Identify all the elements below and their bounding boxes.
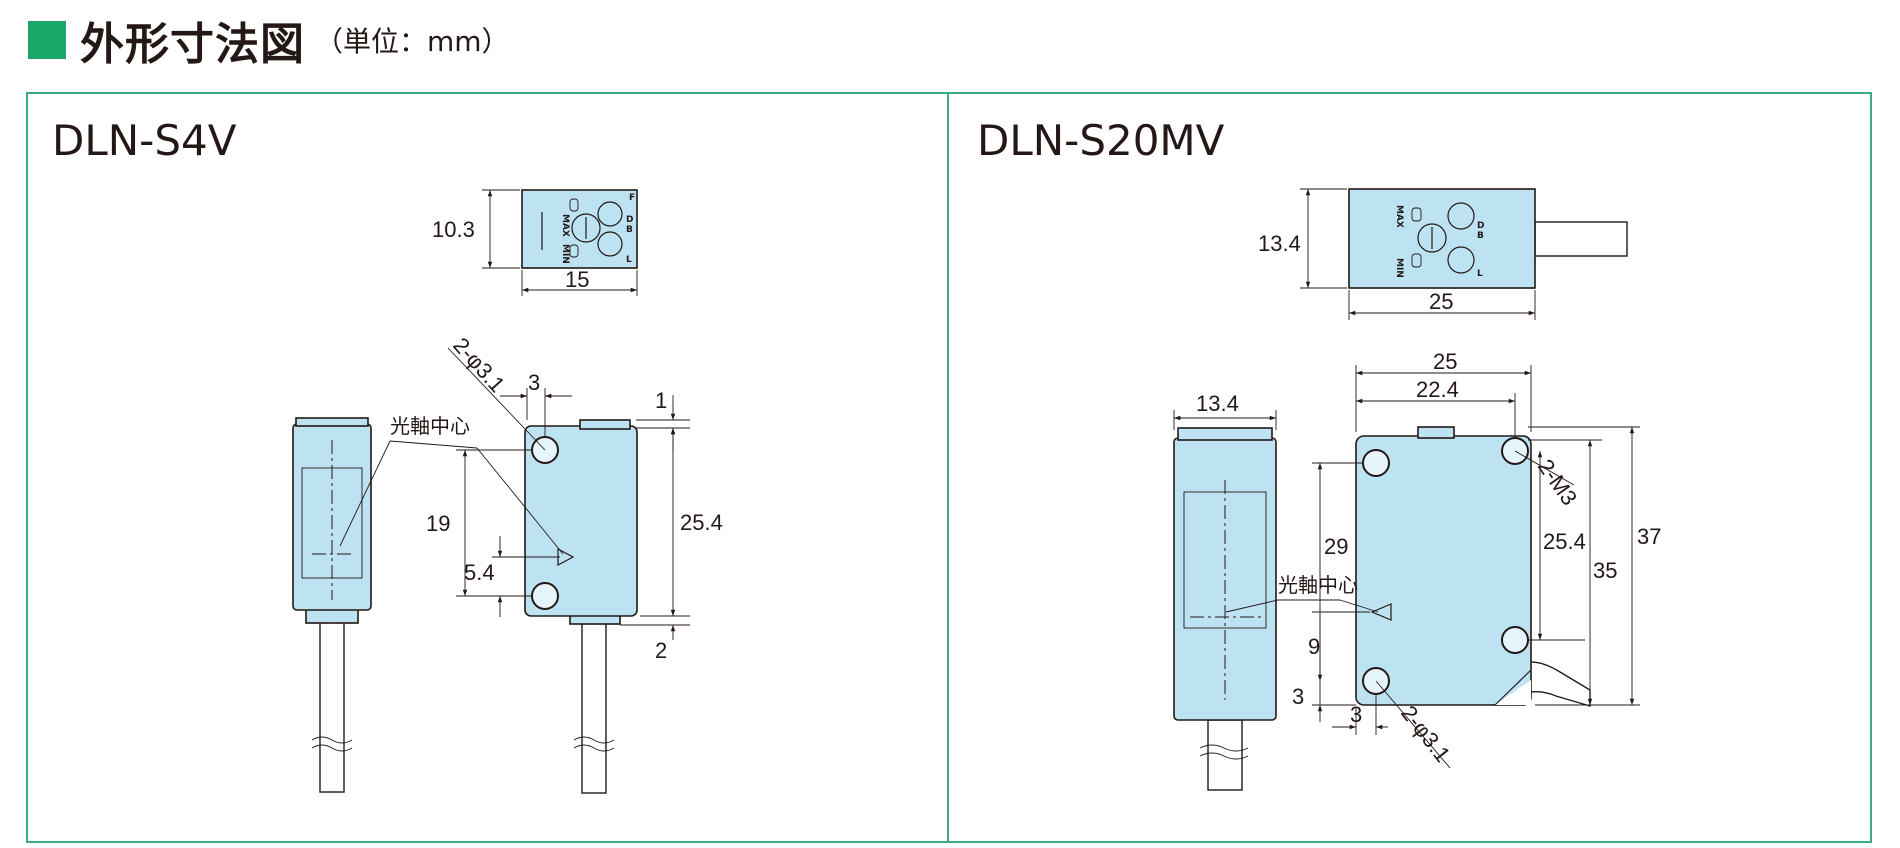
s20mv-optical-axis-label: 光軸中心 — [1278, 573, 1358, 597]
s20mv-hole-label: 2-φ3.1 — [1396, 701, 1455, 767]
s4v-b-mark: B — [626, 225, 633, 235]
s20mv-dial-lower-icon — [1447, 246, 1475, 274]
page-title: 外形寸法図 — [80, 19, 305, 70]
s20mv-hole-pitch-width-label: 22.4 — [1416, 377, 1459, 402]
s20mv-overall-width-label: 25 — [1433, 349, 1457, 374]
s20mv-knob-icon — [1417, 223, 1447, 253]
s4v-side-view — [292, 417, 372, 793]
s4v-lower-hole — [531, 582, 559, 610]
s20mv-side-width-label: 13.4 — [1196, 391, 1239, 416]
s4v-knob-icon — [571, 213, 601, 243]
s4v-hole-offset-label: 3 — [528, 370, 540, 395]
s4v-front-top-rail — [579, 419, 631, 430]
s20mv-front-body — [1355, 435, 1532, 706]
s20mv-min-mark: MIN — [1394, 258, 1404, 278]
s20mv-lower-right-hole — [1501, 626, 1529, 654]
s20mv-front-view: 光軸中心 25 22.4 2-M3 29 25.4 35 37 9 — [1225, 349, 1661, 769]
s4v-hole-pitch-label: 19 — [426, 511, 450, 536]
s20mv-upper-left-hole — [1362, 449, 1390, 477]
s20mv-top-height-label: 13.4 — [1258, 231, 1301, 256]
s20mv-height-inner-label: 35 — [1593, 558, 1617, 583]
s4v-dial-upper-icon — [597, 201, 623, 227]
s4v-min-mark: MIN — [560, 244, 570, 264]
s20mv-hole-offset-label: 3 — [1350, 702, 1362, 727]
s20mv-hole-pitch-left-label: 29 — [1324, 534, 1348, 559]
s4v-top-view: MAX MIN D B L F 10.3 15 — [432, 189, 638, 296]
s4v-front-view: 光軸中心 2-φ3.1 3 1 25.4 2 19 5.4 — [339, 333, 723, 794]
s20mv-top-view: MAX MIN D B L 13.4 25 — [1258, 188, 1628, 320]
s20mv-max-mark: MAX — [1394, 205, 1404, 228]
s20mv-front-top-tab — [1417, 426, 1455, 439]
title-marker — [28, 21, 66, 59]
s20mv-side-cable — [1207, 719, 1243, 791]
s20mv-bottom-offset-label: 3 — [1292, 684, 1304, 709]
s4v-bottom-offset-label: 2 — [655, 638, 667, 663]
s4v-dial-lower-icon — [597, 231, 623, 257]
s4v-side-top-rail — [295, 417, 369, 427]
s20mv-side-top-rail — [1177, 427, 1273, 441]
s4v-axis-height-label: 5.4 — [464, 560, 495, 585]
s4v-hole-label: 2-φ3.1 — [448, 333, 510, 398]
s20mv-hole-pitch-right-label: 25.4 — [1543, 529, 1586, 554]
s20mv-top-width-label: 25 — [1429, 289, 1453, 314]
s20mv-top-cable — [1534, 221, 1628, 257]
s4v-side-cable — [319, 616, 345, 793]
model-name-left: DLN-S4V — [52, 116, 237, 165]
s4v-overall-height-label: 25.4 — [680, 510, 723, 535]
s20mv-dial-upper-icon — [1447, 202, 1475, 230]
s20mv-axis-marker-icon — [1370, 603, 1392, 621]
s20mv-overall-height-label: 37 — [1637, 524, 1661, 549]
s4v-top-width-label: 15 — [565, 267, 589, 292]
s4v-f-mark: F — [629, 193, 635, 203]
s20mv-axis-height-label: 9 — [1308, 634, 1320, 659]
s4v-max-mark: MAX — [560, 214, 570, 237]
panel-divider — [947, 92, 949, 843]
s20mv-top-body — [1348, 188, 1536, 289]
s4v-front-cable — [581, 617, 607, 794]
s4v-top-body — [521, 189, 638, 269]
s20mv-side-view: 13.4 — [1173, 391, 1277, 791]
model-name-right: DLN-S20MV — [977, 116, 1225, 165]
drawing-frame — [26, 92, 1872, 843]
s20mv-d-mark: D — [1477, 221, 1484, 231]
s4v-l-mark: L — [626, 255, 632, 265]
s4v-side-cable-boot — [305, 608, 359, 624]
page-header: 外形寸法図 （単位：mm） — [28, 10, 510, 70]
s4v-optical-axis-label: 光軸中心 — [390, 414, 470, 438]
s4v-d-mark: D — [626, 215, 633, 225]
s20mv-l-mark: L — [1477, 269, 1483, 279]
s20mv-b-mark: B — [1477, 231, 1484, 241]
s4v-top-offset-label: 1 — [655, 388, 667, 413]
unit-label: （単位：mm） — [315, 25, 510, 58]
s4v-top-height-label: 10.3 — [432, 217, 475, 242]
